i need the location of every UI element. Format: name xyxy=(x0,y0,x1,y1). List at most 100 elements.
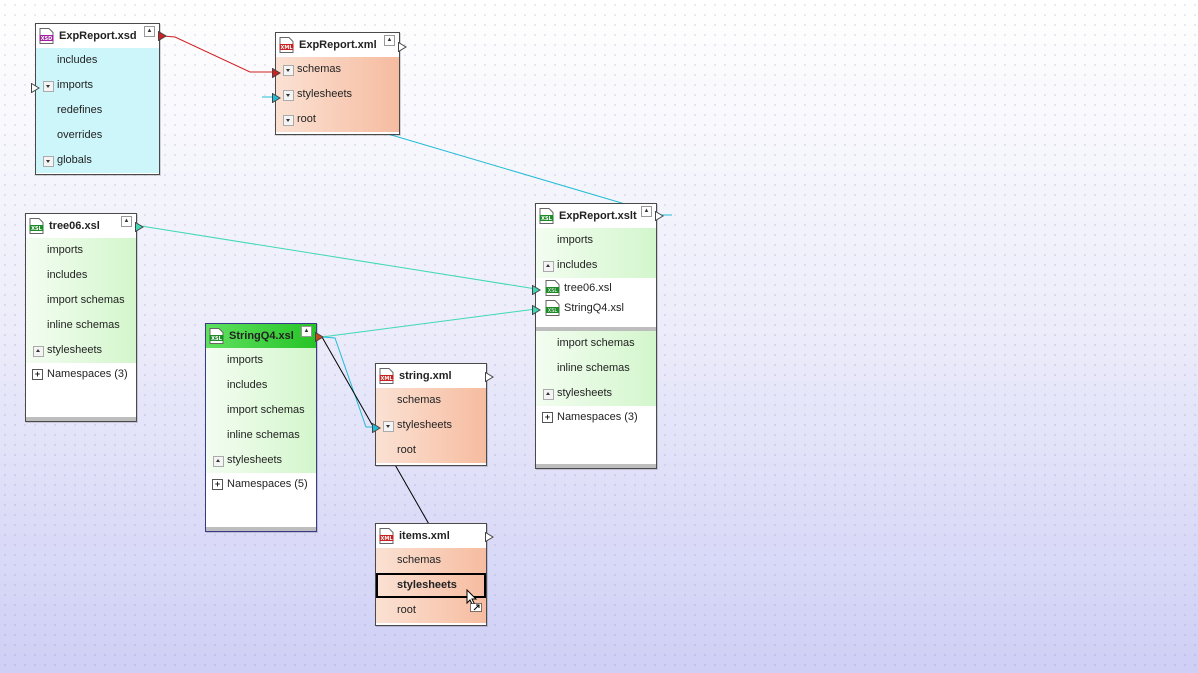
row-stylesheets[interactable]: stylesheets xyxy=(26,338,136,363)
row-stylesheets[interactable]: stylesheets xyxy=(206,448,316,473)
output-port-icon[interactable] xyxy=(135,222,144,232)
row-inline-schemas[interactable]: inline schemas xyxy=(227,429,300,441)
row-imports[interactable]: imports xyxy=(557,234,594,246)
node-title: ExpReport.xml xyxy=(299,39,377,51)
xml-file-icon: XML xyxy=(379,528,394,544)
output-port-icon[interactable] xyxy=(485,372,494,382)
row-imports[interactable]: imports xyxy=(227,354,264,366)
node-header[interactable]: XML items.xml xyxy=(376,524,486,548)
row-schemas[interactable]: schemas xyxy=(276,57,399,82)
namespaces-row[interactable]: +Namespaces (5) xyxy=(206,473,316,496)
row-stylesheets[interactable]: stylesheets xyxy=(376,413,486,438)
expreport-xsd-node[interactable]: XSD ExpReport.xsd ▲ includes imports red… xyxy=(31,23,167,175)
svg-text:XSL: XSL xyxy=(211,336,222,342)
row-imports[interactable]: imports xyxy=(47,244,84,256)
expreport-xml-node[interactable]: XML ExpReport.xml ▲ schemas stylesheets … xyxy=(272,32,407,135)
row-overrides[interactable]: overrides xyxy=(57,129,103,141)
input-port-icon[interactable] xyxy=(532,285,541,295)
row-stylesheets-drop-target[interactable]: stylesheets xyxy=(376,573,486,598)
node-header[interactable]: XML ExpReport.xml ▲ xyxy=(276,33,399,57)
wire-xsd-to-xml-schemas[interactable] xyxy=(162,35,276,73)
expand-toggle[interactable] xyxy=(283,65,294,76)
row-redefines[interactable]: redefines xyxy=(57,104,103,116)
xsl-file-icon: XSL xyxy=(209,328,224,344)
output-port-icon[interactable] xyxy=(158,31,167,41)
expand-toggle[interactable] xyxy=(43,81,54,92)
row-import-schemas[interactable]: import schemas xyxy=(47,294,125,306)
expand-toggle[interactable] xyxy=(33,346,44,357)
row-root[interactable]: root xyxy=(397,444,416,456)
expand-plus-icon[interactable]: + xyxy=(212,479,223,490)
node-header[interactable]: XSL StringQ4.xsl ▲ xyxy=(206,324,316,348)
node-header[interactable]: XML string.xml xyxy=(376,364,486,388)
output-port-icon[interactable] xyxy=(485,532,494,542)
row-import-schemas[interactable]: import schemas xyxy=(227,404,305,416)
node-title: ExpReport.xslt xyxy=(559,210,637,222)
expand-toggle[interactable] xyxy=(43,156,54,167)
expand-toggle[interactable] xyxy=(383,421,394,432)
row-stylesheets[interactable]: stylesheets xyxy=(536,381,656,406)
output-port-icon[interactable] xyxy=(398,42,407,52)
wire-stringq4-to-string-stylesheets[interactable] xyxy=(321,336,376,428)
node-header[interactable]: XSD ExpReport.xsd ▲ xyxy=(36,24,159,48)
collapse-button[interactable]: ▲ xyxy=(144,26,155,37)
input-port-icon[interactable] xyxy=(532,305,541,315)
expand-toggle[interactable] xyxy=(543,389,554,400)
expand-plus-icon[interactable]: + xyxy=(32,369,43,380)
expand-toggle[interactable] xyxy=(213,456,224,467)
input-port-icon[interactable] xyxy=(272,68,281,78)
included-stringq4[interactable]: XSL StringQ4.xsl xyxy=(536,298,656,318)
svg-text:XML: XML xyxy=(380,536,393,542)
collapse-button[interactable]: ▲ xyxy=(121,216,132,227)
row-globals[interactable]: globals xyxy=(36,148,159,173)
row-includes[interactable]: includes xyxy=(47,269,88,281)
row-root[interactable]: root xyxy=(276,107,399,132)
stringq4-xsl-node[interactable]: XSL StringQ4.xsl ▲ imports includes impo… xyxy=(205,323,324,532)
input-port-icon[interactable] xyxy=(272,93,281,103)
node-header[interactable]: XSL ExpReport.xslt ▲ xyxy=(536,204,656,228)
collapse-button[interactable]: ▲ xyxy=(301,326,312,337)
collapse-button[interactable]: ▲ xyxy=(384,35,395,46)
expreport-xslt-node[interactable]: XSL ExpReport.xslt ▲ imports includes XS… xyxy=(532,203,664,469)
drag-link-cursor-icon xyxy=(466,589,482,612)
included-tree06[interactable]: XSL tree06.xsl xyxy=(536,278,656,298)
row-import-schemas[interactable]: import schemas xyxy=(557,337,635,349)
tree06-xsl-node[interactable]: XSL tree06.xsl ▲ imports includes import… xyxy=(25,213,144,422)
input-port-icon[interactable] xyxy=(372,423,381,433)
svg-text:XSL: XSL xyxy=(548,288,558,294)
items-xml-node[interactable]: XML items.xml schemas stylesheets root xyxy=(375,523,494,626)
collapse-button[interactable]: ▲ xyxy=(641,206,652,217)
node-title: string.xml xyxy=(399,370,452,382)
row-schemas[interactable]: schemas xyxy=(397,394,442,406)
row-stylesheets[interactable]: stylesheets xyxy=(276,82,399,107)
expand-toggle[interactable] xyxy=(283,90,294,101)
output-port-icon[interactable] xyxy=(655,211,664,221)
wire-tree06-to-xslt[interactable] xyxy=(140,225,537,290)
svg-text:XSL: XSL xyxy=(541,216,552,222)
svg-text:XSD: XSD xyxy=(41,36,53,42)
xml-file-icon: XML xyxy=(279,37,294,53)
xml-file-icon: XML xyxy=(379,368,394,384)
node-header[interactable]: XSL tree06.xsl ▲ xyxy=(26,214,136,238)
namespaces-row[interactable]: +Namespaces (3) xyxy=(26,363,136,386)
wire-stringq4-to-xslt[interactable] xyxy=(321,308,537,338)
expand-toggle[interactable] xyxy=(543,261,554,272)
input-port-icon[interactable] xyxy=(31,83,40,93)
row-root[interactable]: root xyxy=(397,604,416,616)
namespaces-row[interactable]: +Namespaces (3) xyxy=(536,406,656,429)
row-includes[interactable]: includes xyxy=(536,253,656,278)
expand-plus-icon[interactable]: + xyxy=(542,412,553,423)
expand-toggle[interactable] xyxy=(283,115,294,126)
row-includes[interactable]: includes xyxy=(227,379,268,391)
row-imports[interactable]: imports xyxy=(36,73,159,98)
node-footer xyxy=(206,527,316,531)
row-schemas[interactable]: schemas xyxy=(397,554,442,566)
row-inline-schemas[interactable]: inline schemas xyxy=(47,319,120,331)
svg-text:XML: XML xyxy=(280,45,293,51)
string-xml-node[interactable]: XML string.xml schemas stylesheets root xyxy=(372,363,494,466)
xsl-file-icon: XSL xyxy=(539,208,554,224)
node-title: tree06.xsl xyxy=(49,220,100,232)
row-includes[interactable]: includes xyxy=(57,54,98,66)
output-port-icon[interactable] xyxy=(315,332,324,342)
row-inline-schemas[interactable]: inline schemas xyxy=(557,362,630,374)
